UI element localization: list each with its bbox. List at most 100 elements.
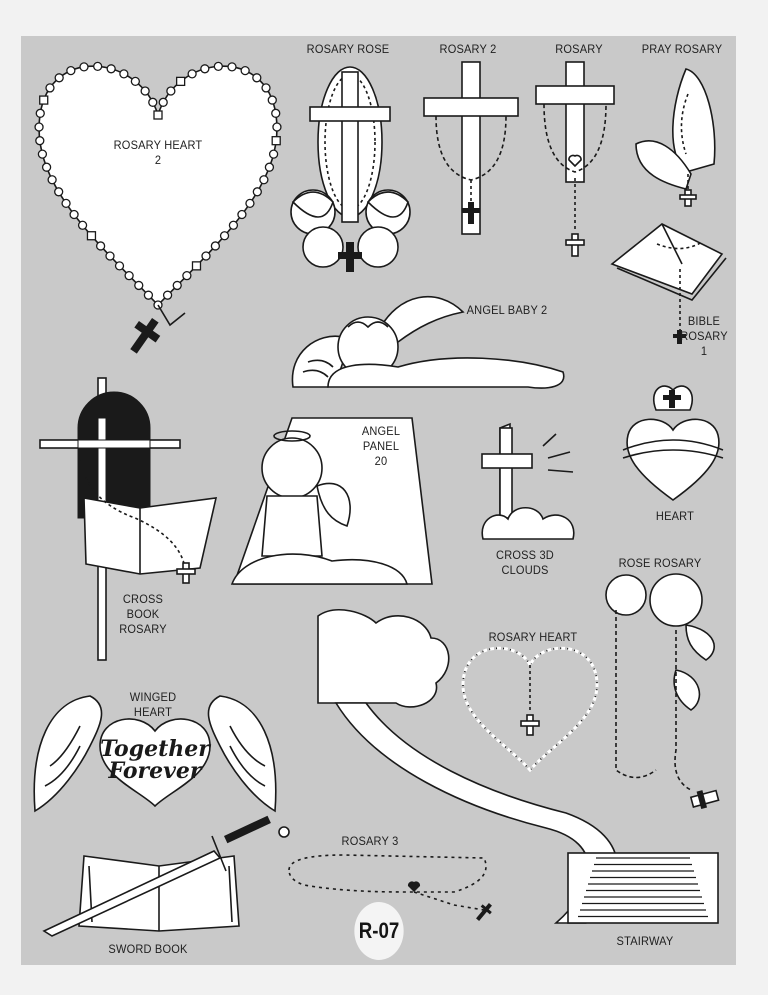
- sheet-code-badge: R-07: [354, 902, 404, 960]
- rosary-bead: [271, 136, 281, 146]
- rosary-2-label: ROSARY 2: [431, 42, 505, 57]
- rosary-heart-2-art: [34, 61, 282, 354]
- rosary-rose-art: [290, 66, 411, 272]
- rosary-3-art: [288, 854, 492, 921]
- stairway-art: [317, 609, 719, 924]
- label-line: ANGEL BABY 2: [466, 303, 548, 317]
- inscription-line-1: Together: [100, 736, 211, 762]
- heart-label: HEART: [647, 509, 702, 524]
- rosary-label: ROSARY: [543, 42, 615, 57]
- rosary-bead: [35, 108, 45, 118]
- rosary-bead: [182, 271, 192, 281]
- rosary-bead: [200, 64, 210, 74]
- label-line: ROSARY HEART: [488, 630, 578, 644]
- label-line: 2: [154, 153, 162, 167]
- sword-book-label: SWORD BOOK: [102, 942, 194, 957]
- rosary-bead: [77, 220, 88, 230]
- angel-panel-20-art: [230, 417, 433, 585]
- rosary-bead: [187, 69, 197, 79]
- rosary-heart-art: [461, 646, 599, 773]
- label-line: CROSS: [122, 592, 164, 606]
- angel-baby-2-label: ANGEL BABY 2: [456, 303, 557, 318]
- cross-book-rosary-art: [39, 377, 218, 661]
- rosary-bead: [140, 86, 150, 96]
- rose-rosary-label: ROSE ROSARY: [614, 556, 706, 571]
- winged-heart-art: Together Forever: [33, 695, 277, 813]
- rosary-bead: [268, 149, 279, 159]
- angel-panel-20-label: ANGEL PANEL 20: [358, 424, 404, 469]
- label-line: BOOK: [126, 607, 160, 621]
- label-line: BIBLE: [687, 314, 721, 328]
- label-line: ROSARY: [119, 622, 167, 636]
- rosary-2-art: [423, 61, 519, 235]
- rosary-bead: [245, 198, 255, 209]
- rosary-bead: [54, 187, 64, 197]
- sword-book-art: [42, 815, 290, 937]
- label-line: ROSARY: [555, 42, 603, 56]
- rosary-bead: [267, 95, 277, 105]
- rosary-bead: [201, 251, 211, 261]
- angel-baby-2-art: [291, 296, 565, 389]
- bible-rosary-1-art: [610, 223, 727, 344]
- rosary-bead: [153, 110, 163, 120]
- rosary-bead: [45, 83, 55, 93]
- stairway-label: STAIRWAY: [604, 934, 687, 949]
- rosary-bead: [106, 64, 116, 74]
- heart-art: [622, 385, 724, 501]
- rosary-bead: [219, 231, 230, 241]
- label-line: ROSARY: [680, 329, 728, 343]
- label-line: ROSE ROSARY: [618, 556, 702, 570]
- rosary-heart-2-label: ROSARY HEART 2: [103, 138, 213, 168]
- rosary-art: [535, 61, 615, 257]
- rosary-bead: [228, 220, 239, 230]
- rosary-bead: [124, 271, 134, 281]
- rosary-bead: [166, 86, 176, 96]
- rosary-bead: [39, 95, 49, 105]
- label-line: ROSARY 3: [341, 834, 399, 848]
- rosary-bead: [158, 97, 168, 107]
- rosary-bead: [95, 241, 106, 251]
- rosary-3-label: ROSARY 3: [333, 834, 407, 849]
- rosary-bead: [252, 187, 262, 197]
- rosary-bead: [54, 73, 64, 83]
- label-line: 20: [374, 454, 388, 468]
- rosary-bead: [114, 261, 125, 271]
- rosary-bead: [272, 122, 282, 132]
- rosary-bead: [252, 73, 262, 83]
- cross-3d-clouds-label: CROSS 3D CLOUDS: [493, 548, 557, 578]
- label-line: ANGEL: [361, 424, 401, 438]
- rosary-bead: [119, 69, 129, 79]
- label-line: WINGED: [129, 690, 177, 704]
- label-line: CLOUDS: [501, 563, 549, 577]
- inscription-line-2: Forever: [107, 758, 202, 784]
- winged-heart-label: WINGED HEART: [121, 690, 185, 720]
- rosary-bead: [134, 280, 144, 291]
- rosary-bead: [47, 175, 57, 185]
- rosary-bead: [261, 83, 271, 93]
- rosary-bead: [143, 290, 154, 300]
- rosary-bead: [93, 61, 103, 72]
- rosary-bead: [86, 231, 97, 241]
- label-line: 1: [700, 344, 708, 358]
- rosary-bead: [172, 280, 182, 291]
- rosary-bead: [37, 149, 48, 159]
- rosary-bead: [240, 65, 250, 76]
- label-line: PANEL: [362, 439, 400, 453]
- rosary-bead: [271, 108, 281, 118]
- rosary-bead: [162, 290, 173, 300]
- rosary-bead: [227, 62, 237, 72]
- cross-book-rosary-label: CROSS BOOK ROSARY: [111, 592, 175, 637]
- label-line: SWORD BOOK: [108, 942, 188, 956]
- label-line: STAIRWAY: [616, 934, 674, 948]
- rosary-bead: [175, 76, 186, 87]
- rosary-bead: [61, 198, 71, 209]
- rosary-heart-label: ROSARY HEART: [482, 630, 583, 645]
- label-line: ROSARY HEART: [113, 138, 203, 152]
- rose-rosary-art: [605, 573, 720, 810]
- rosary-bead: [210, 241, 221, 251]
- rosary-bead: [69, 209, 79, 220]
- label-line: HEART: [133, 705, 173, 719]
- rosary-bead: [130, 76, 141, 87]
- cross-3d-clouds-art: [481, 422, 575, 540]
- rosary-rose-label: ROSARY ROSE: [302, 42, 394, 57]
